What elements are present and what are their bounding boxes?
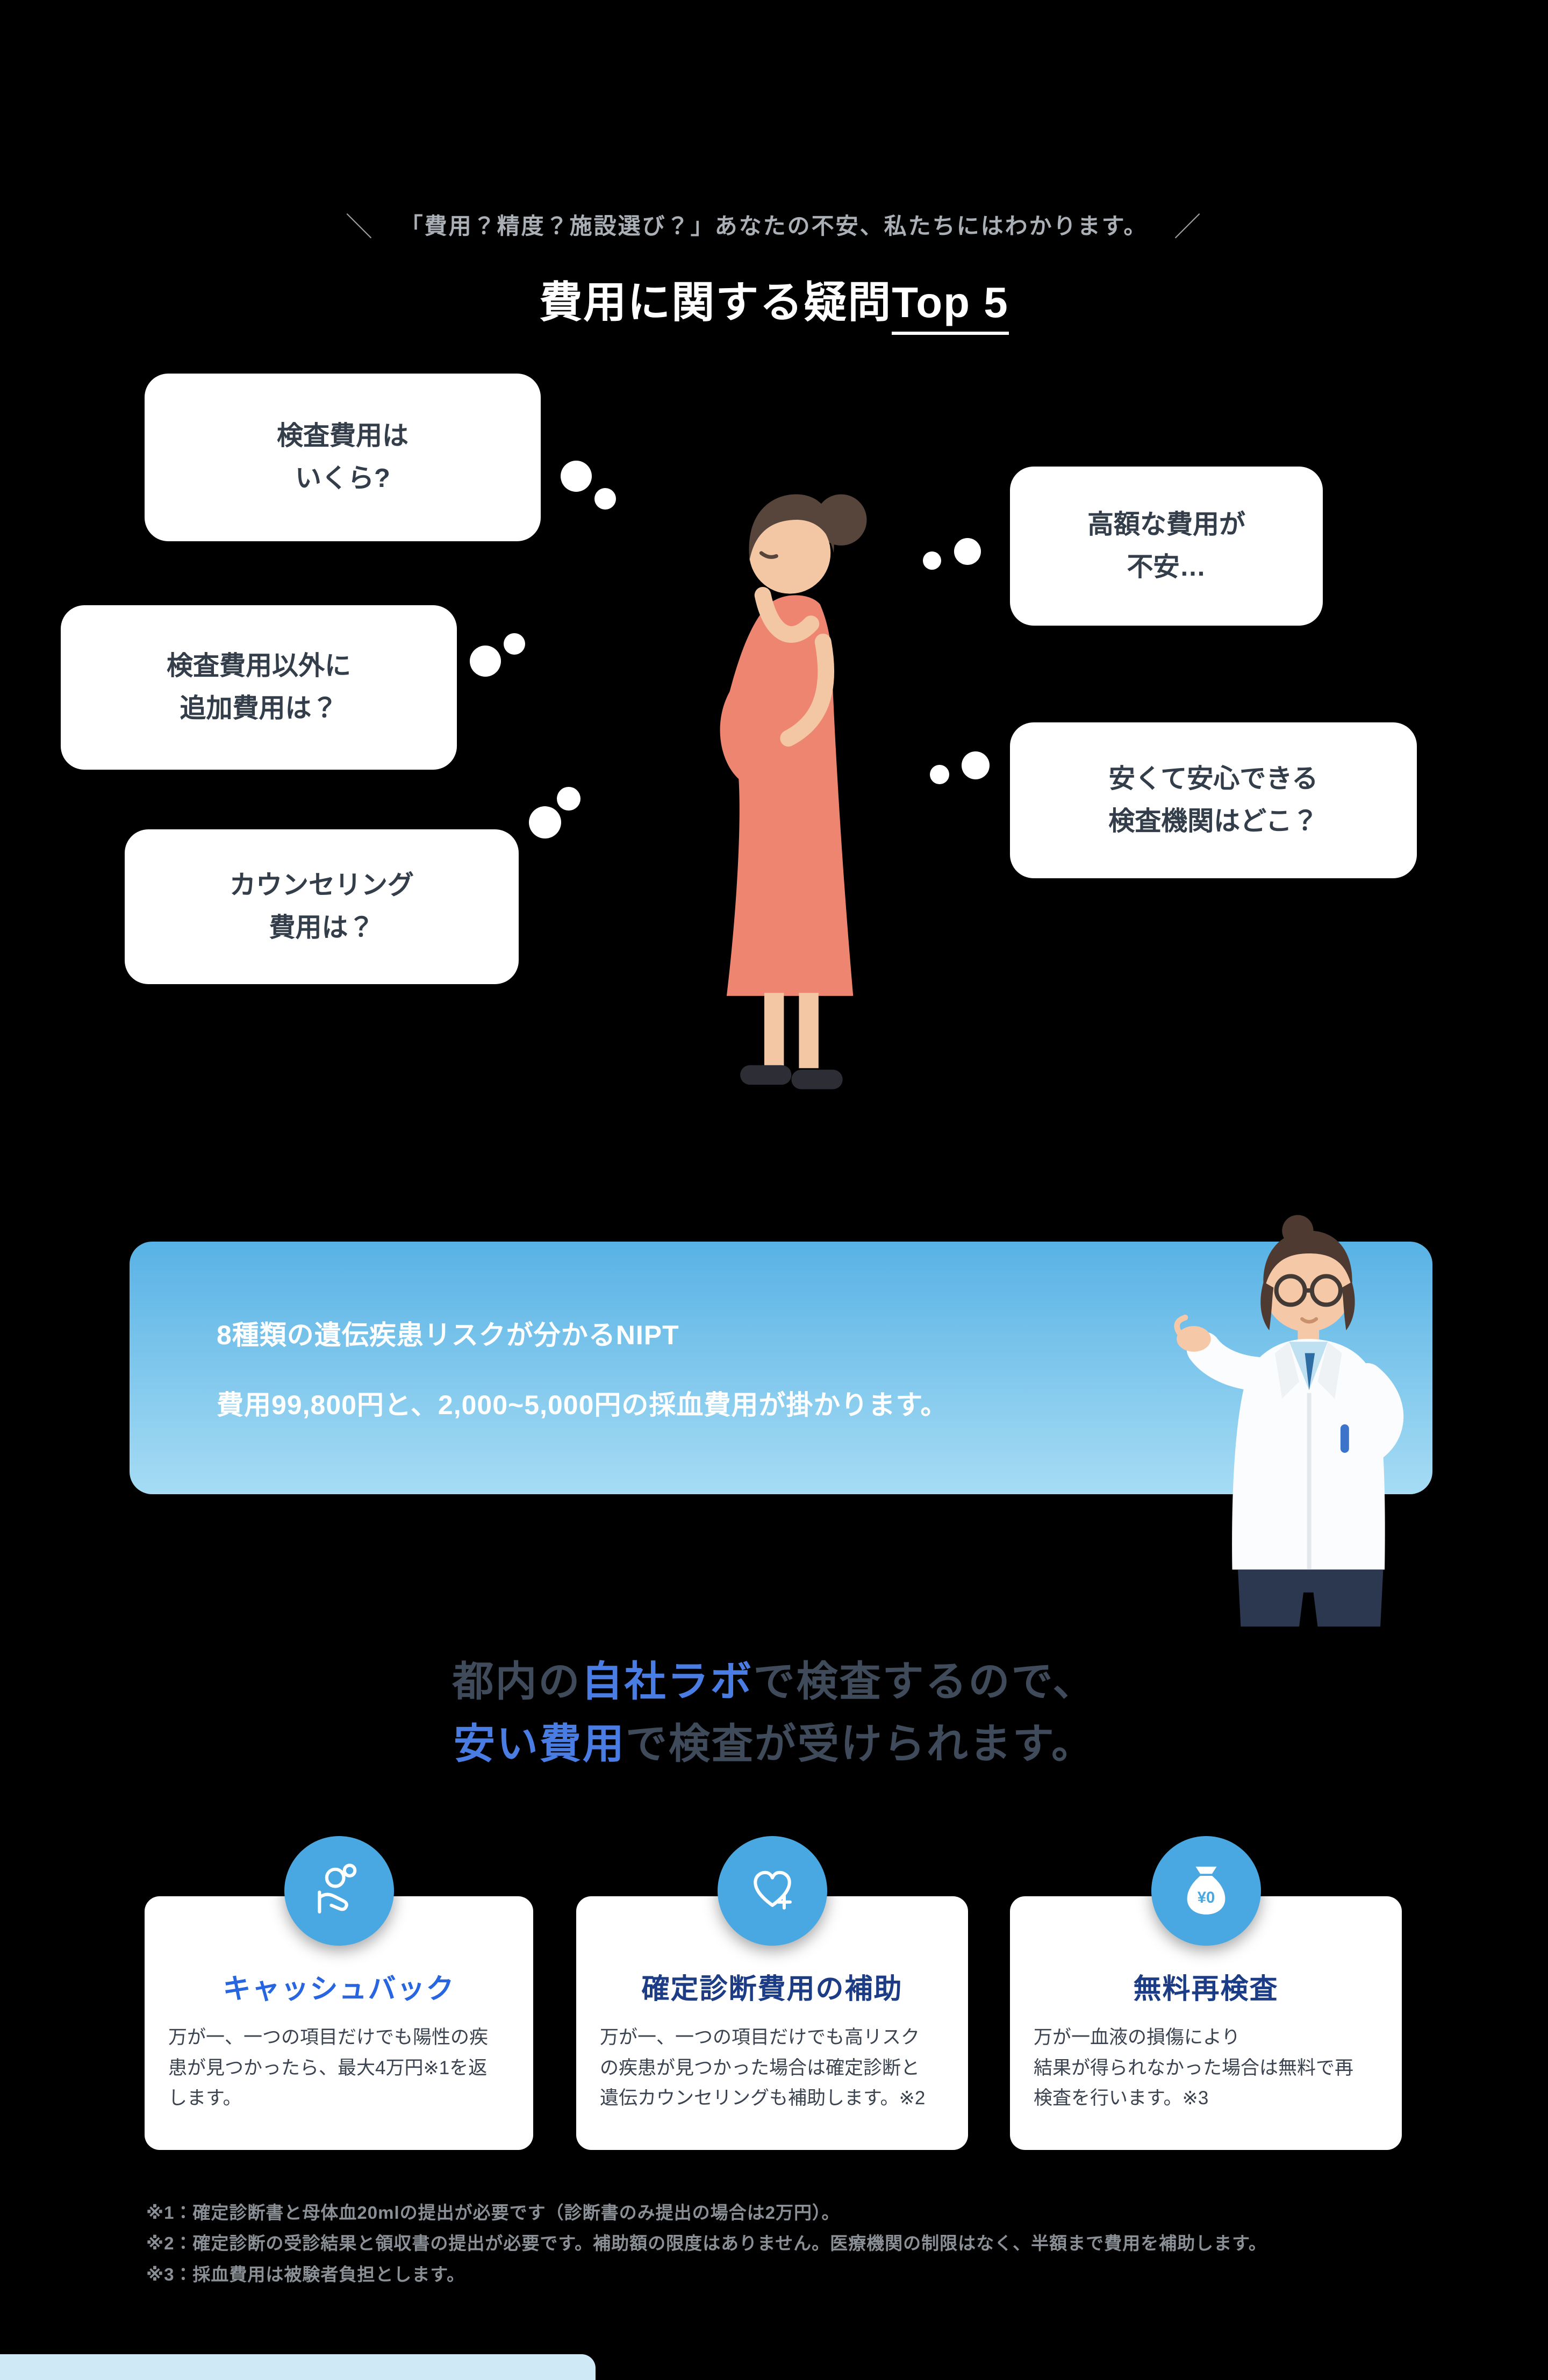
section-title: 費用に関する疑問Top 5	[0, 278, 1548, 335]
thought-bubble-counseling: カウンセリング 費用は？	[125, 829, 519, 984]
bubble-line: 高額な費用が	[1087, 510, 1245, 539]
lab-heading-accent: 安い費用	[453, 1721, 626, 1767]
benefit-card-diagnosis-subsidy: 確定診断費用の補助 万が一、一つの項目だけでも高リスク の疾患が見つかった場合は…	[576, 1836, 968, 2150]
footnote-1: ※1：確定診断書と母体血20mlの提出が必要です（診断書のみ提出の場合は2万円）…	[146, 2203, 840, 2223]
lab-heading-text: 都内の	[452, 1659, 582, 1705]
thought-bubble-high-cost: 高額な費用が 不安…	[1010, 467, 1323, 626]
lab-heading-text: で検査が受けられます。	[625, 1721, 1095, 1767]
tagline: ＼ 「費用？精度？施設選び？」あなたの不安、私たちにはわかります。 ／	[0, 203, 1548, 242]
tagline-left-slash: ＼	[345, 212, 374, 242]
footnotes: ※1：確定診断書と母体血20mlの提出が必要です（診断書のみ提出の場合は2万円）…	[146, 2197, 1267, 2290]
thought-bubble-cheap-safe: 安くて安心できる 検査機関はどこ？	[1010, 722, 1417, 878]
footnote-3: ※3：採血費用は被験者負担とします。	[146, 2264, 465, 2284]
benefit-card-cashback: キャッシュバック 万が一、一つの項目だけでも陽性の疾 患が見つかったら、最大4万…	[145, 1836, 533, 2150]
benefit-title: 確定診断費用の補助	[641, 1974, 903, 2005]
bubble-line: 費用は？	[269, 913, 375, 942]
lab-heading: 都内の自社ラボで検査するので、 安い費用で検査が受けられます。	[0, 1651, 1548, 1775]
bubble-line: 追加費用は？	[180, 694, 338, 723]
thought-dot	[594, 488, 616, 510]
thought-dot	[529, 806, 561, 838]
thought-dot	[470, 646, 501, 677]
benefit-body: 万が一血液の損傷により 結果が得られなかった場合は無料で再 検査を行います。※3	[1034, 2027, 1354, 2109]
info-box-line1: 8種類の遺伝疾患リスクが分かるNIPT	[217, 1320, 679, 1350]
svg-text:¥0: ¥0	[1197, 1889, 1215, 1906]
info-box-line2: 費用99,800円と、2,000~5,000円の採血費用が掛かります。	[217, 1390, 948, 1420]
bubble-line: カウンセリング	[229, 871, 414, 900]
tagline-right-slash: ／	[1174, 212, 1203, 242]
thought-dot	[561, 461, 592, 492]
section-title-main: 費用に関する疑問	[539, 278, 892, 326]
thought-dot	[962, 751, 990, 779]
cashback-hand-icon	[284, 1836, 394, 1946]
footnote-2: ※2：確定診断の受診結果と領収書の提出が必要です。補助額の限度はありません。医療…	[146, 2233, 1267, 2254]
bubble-line: 検査費用以外に	[166, 651, 351, 680]
thought-bubble-extra-cost: 検査費用以外に 追加費用は？	[61, 605, 457, 770]
thought-dot	[923, 551, 941, 570]
next-section-peek	[0, 2354, 596, 2380]
lab-heading-line1: 都内の自社ラボで検査するので、	[0, 1651, 1548, 1714]
bubble-line: 安くて安心できる	[1108, 764, 1318, 793]
lab-heading-line2: 安い費用で検査が受けられます。	[0, 1714, 1548, 1776]
bubble-line: 不安…	[1127, 553, 1206, 582]
pregnant-woman-illustration	[673, 469, 916, 1116]
thought-dot	[954, 538, 981, 565]
benefit-title: キャッシュバック	[223, 1974, 455, 2005]
money-bag-icon: ¥0	[1151, 1836, 1261, 1946]
bubble-line: 検査費用は	[276, 421, 408, 450]
bubble-line: 検査機関はどこ？	[1108, 807, 1318, 836]
tagline-text: 「費用？精度？施設選び？」あなたの不安、私たちにはわかります。	[400, 213, 1148, 239]
section-title-accent: Top 5	[892, 278, 1009, 335]
lab-heading-text: で検査するので、	[753, 1659, 1096, 1705]
thought-dot	[557, 787, 580, 811]
benefit-body: 万が一、一つの項目だけでも高リスク の疾患が見つかった場合は確定診断と 遺伝カウ…	[600, 2027, 926, 2109]
benefit-title: 無料再検査	[1133, 1974, 1279, 2005]
doctor-illustration	[1161, 1209, 1446, 1639]
benefit-body: 万が一、一つの項目だけでも陽性の疾 患が見つかったら、最大4万円※1を返 します…	[168, 2027, 489, 2109]
thought-dot	[504, 633, 525, 655]
bubble-line: いくら?	[295, 464, 390, 493]
benefit-card-free-retest: ¥0 無料再検査 万が一血液の損傷により 結果が得られなかった場合は無料で再 検…	[1010, 1836, 1402, 2150]
thought-bubble-test-cost: 検査費用は いくら?	[145, 374, 541, 541]
lab-heading-accent: 自社ラボ	[581, 1659, 754, 1705]
heart-plus-icon	[717, 1836, 827, 1946]
thought-dot	[930, 765, 949, 784]
